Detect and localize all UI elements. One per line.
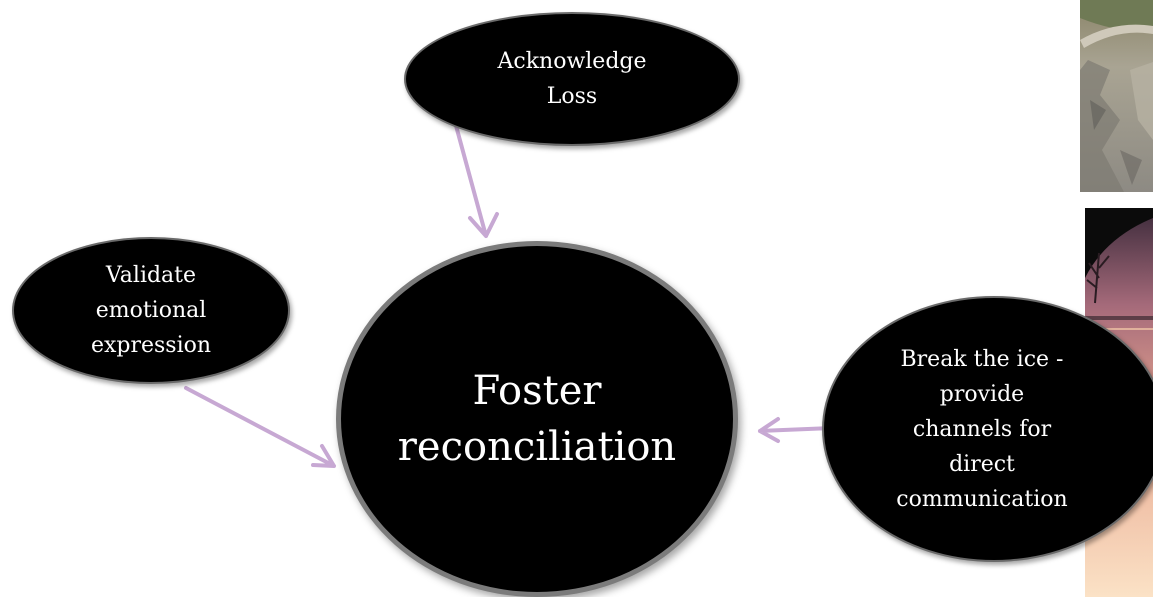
node-validate-label: Validate emotional expression bbox=[90, 263, 212, 358]
node-acknowledge-loss: Acknowledge Loss bbox=[404, 12, 740, 146]
arrow-break-to-center bbox=[758, 417, 834, 443]
node-validate-emotional-expression: Validate emotional expression bbox=[12, 237, 290, 384]
arrow-validate-to-center bbox=[184, 386, 336, 468]
node-acknowledge-loss-label: Acknowledge Loss bbox=[497, 49, 647, 109]
node-break-the-ice-label: Break the ice - provide channels for dir… bbox=[896, 346, 1068, 512]
arrow-acknowledge-to-center bbox=[453, 120, 499, 238]
node-break-the-ice: Break the ice - provide channels for dir… bbox=[822, 296, 1153, 562]
node-foster-reconciliation: Foster reconciliation bbox=[336, 241, 738, 597]
rocky-hillside-photo bbox=[1080, 0, 1153, 192]
node-center-label: Foster reconciliation bbox=[397, 368, 677, 470]
